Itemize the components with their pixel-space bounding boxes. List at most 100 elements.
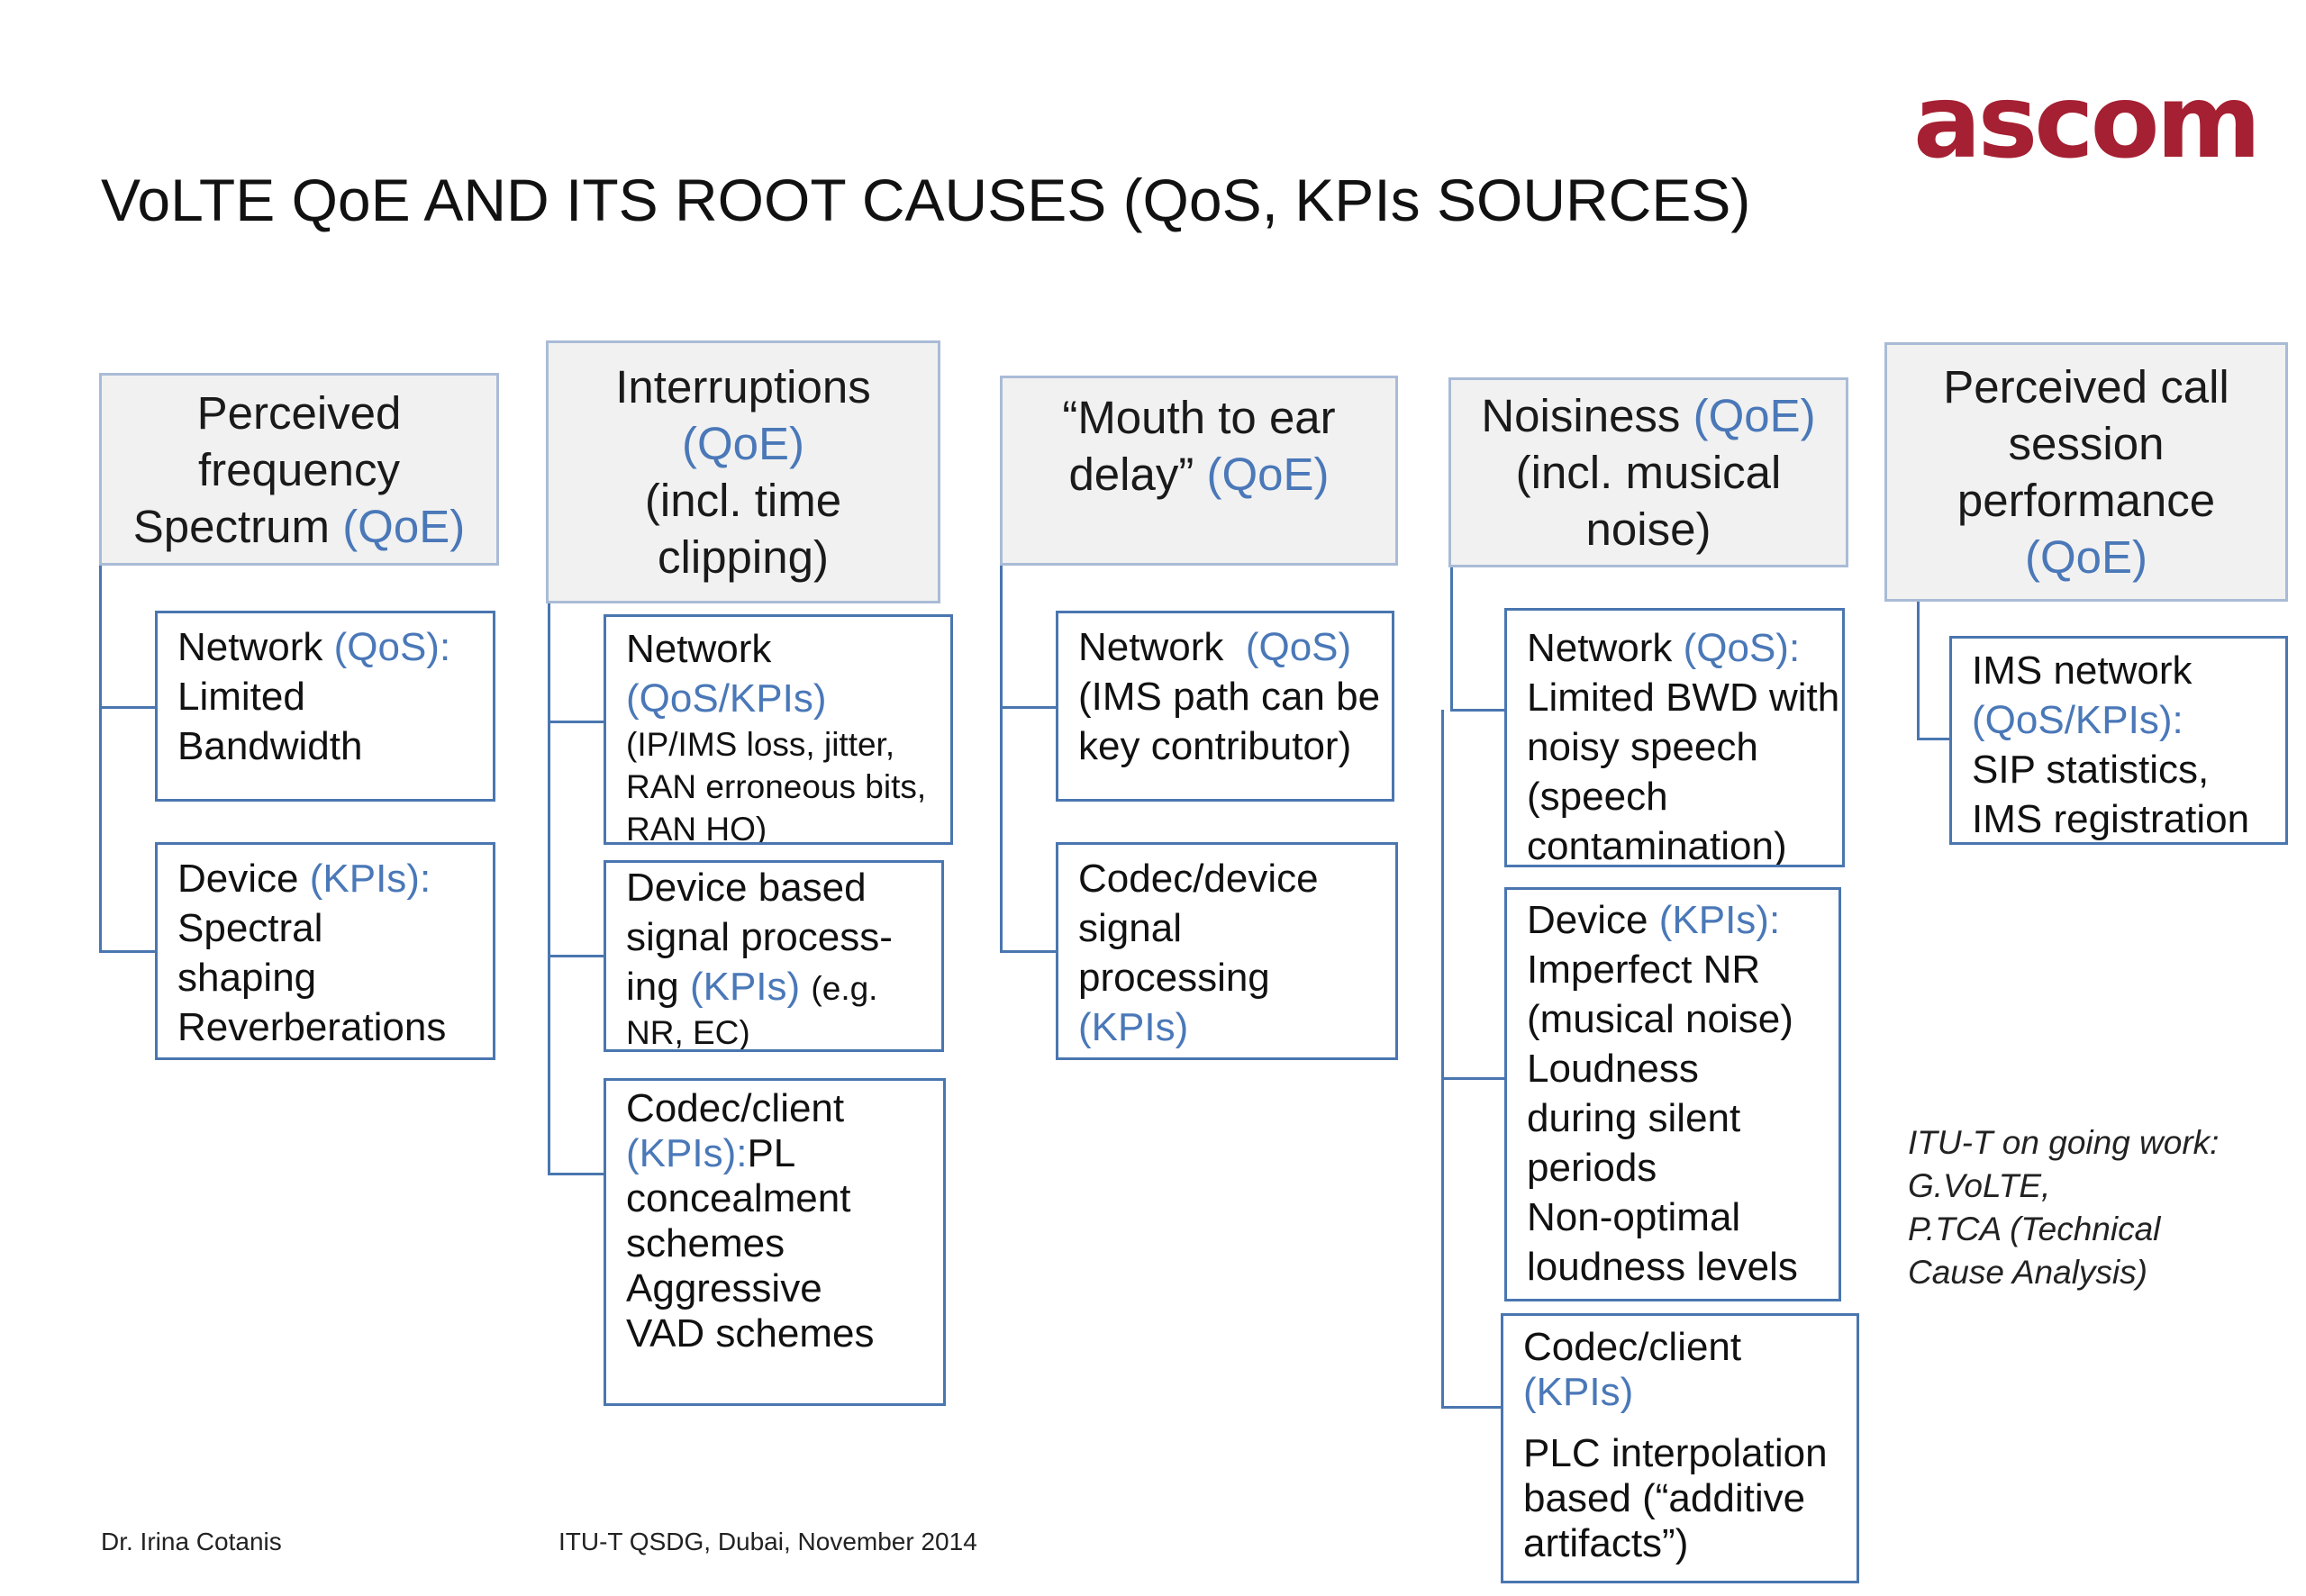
- page-title: VoLTE QoE AND ITS ROOT CAUSES (QoS, KPIs…: [101, 167, 1751, 233]
- qoe-tag: (QoE): [342, 500, 466, 552]
- qoe-box-interruptions: Interruptions (QoE) (incl. time clipping…: [546, 340, 940, 603]
- connector: [99, 706, 157, 709]
- cause-line: (speech: [1527, 775, 1668, 819]
- cause-line: Imperfect NR: [1527, 948, 1761, 992]
- cause-line: Device (KPIs):: [1527, 898, 1781, 942]
- qoe-line: (incl. musical: [1515, 447, 1782, 498]
- qoe-tag: (QoE): [681, 418, 805, 469]
- kpis-tag: (KPIs):: [626, 1131, 748, 1175]
- cause-line: periods: [1527, 1146, 1657, 1190]
- cause-line: schemes: [626, 1221, 785, 1265]
- cause-line: NR, EC): [626, 1014, 750, 1051]
- qoe-box-frequency-spectrum: Perceived frequency Spectrum (QoE): [99, 373, 499, 566]
- cause-box-codec-concealment: Codec/client (KPIs):PL concealment schem…: [604, 1078, 946, 1406]
- cause-line: key contributor): [1078, 724, 1352, 768]
- kpis-tag: (KPIs):: [309, 857, 431, 901]
- qoe-line: (incl. time: [644, 475, 842, 526]
- cause-line: Codec/device: [1078, 857, 1319, 901]
- qos-tag: (QoS):: [333, 625, 451, 669]
- qoe-line: Interruptions: [615, 361, 871, 413]
- qoe-line: Perceived call: [1943, 361, 2229, 413]
- connector: [1450, 567, 1453, 712]
- qoe-line: clipping): [658, 531, 829, 583]
- note-line: ITU-T on going work:: [1908, 1124, 2220, 1161]
- cause-box-device-imperfect-nr: Device (KPIs): Imperfect NR (musical noi…: [1504, 887, 1841, 1301]
- connector: [1441, 710, 1444, 1409]
- cause-line: contamination): [1527, 824, 1787, 867]
- connector: [1441, 1406, 1503, 1409]
- connector: [548, 603, 550, 1174]
- cause-line: Reverberations: [177, 1005, 447, 1049]
- cause-line: Device (KPIs):: [177, 857, 431, 901]
- cause-line: based (“additive: [1523, 1476, 1806, 1520]
- cause-line: signal: [1078, 906, 1182, 950]
- connector: [1000, 566, 1003, 953]
- cause-line: Non-optimal: [1527, 1195, 1741, 1239]
- cause-line: artifacts”): [1523, 1521, 1689, 1565]
- qos-tag: (QoS): [1245, 625, 1352, 669]
- cause-line: (IMS path can be: [1078, 675, 1381, 719]
- qoe-box-mouth-to-ear-delay: “Mouth to ear delay” (QoE): [1000, 376, 1398, 566]
- connector: [1441, 1077, 1506, 1080]
- connector: [99, 950, 157, 953]
- cause-line: IMS registration: [1972, 797, 2250, 841]
- connector: [1917, 576, 1920, 740]
- cause-line: concealment: [626, 1176, 851, 1220]
- connector: [548, 721, 605, 723]
- qoe-tag: (QoE): [1206, 449, 1330, 500]
- qoe-line: frequency: [198, 443, 400, 495]
- cause-line: Device based: [626, 866, 867, 910]
- qos-kpis-tag: (QoS/KPIs):: [1972, 698, 2183, 742]
- cause-line: Spectral: [177, 906, 323, 950]
- cause-line: ing (KPIs) (e.g.: [626, 965, 878, 1009]
- kpis-tag: (KPIs): [1078, 1005, 1189, 1049]
- cause-line: SIP statistics,: [1972, 748, 2210, 792]
- connector: [1000, 706, 1058, 709]
- footer-event: ITU-T QSDG, Dubai, November 2014: [558, 1528, 977, 1555]
- note-line: G.VoLTE,: [1908, 1167, 2051, 1204]
- cause-line: processing: [1078, 956, 1270, 1000]
- ascom-logo: ascom: [1913, 64, 2261, 181]
- cause-line: PLC interpolation: [1523, 1431, 1828, 1475]
- cause-line: Network (QoS):: [1527, 626, 1801, 670]
- qos-kpis-tag: (QoS/KPIs): [626, 676, 827, 721]
- connector: [548, 955, 605, 957]
- connector: [1917, 738, 1949, 740]
- cause-line: Bandwidth: [177, 724, 363, 768]
- qoe-box-call-session-performance: Perceived call session performance (QoE): [1884, 342, 2288, 602]
- cause-box-network-loss: Network (QoS/KPIs) (IP/IMS loss, jitter,…: [604, 614, 953, 845]
- qoe-line: noise): [1585, 503, 1711, 555]
- cause-line: Codec/client: [1523, 1325, 1742, 1369]
- cause-line: loudness levels: [1527, 1245, 1798, 1289]
- cause-line: Limited BWD with: [1527, 676, 1840, 720]
- qoe-box-noisiness: Noisiness (QoE) (incl. musical noise): [1448, 377, 1848, 567]
- qoe-line: “Mouth to ear: [1062, 392, 1336, 443]
- qoe-line: Spectrum (QoE): [132, 500, 466, 552]
- qoe-line: Perceived: [196, 386, 402, 439]
- note-line: Cause Analysis): [1908, 1254, 2147, 1291]
- cause-box-network-limited-bwd: Network (QoS): Limited BWD with noisy sp…: [1504, 608, 1845, 867]
- cause-line: RAN HO): [626, 811, 767, 845]
- cause-line: Network (QoS):: [177, 625, 451, 669]
- connector: [1450, 709, 1508, 712]
- qoe-tag: (QoE): [2024, 531, 2148, 583]
- cause-line: signal process-: [626, 915, 893, 959]
- cause-line: Network (QoS): [1078, 625, 1352, 669]
- cause-line: (IP/IMS loss, jitter,: [626, 726, 895, 763]
- cause-line: (musical noise): [1527, 997, 1793, 1041]
- connector: [548, 1173, 605, 1175]
- cause-line: Network: [626, 627, 772, 671]
- note-line: P.TCA (Technical: [1908, 1211, 2161, 1247]
- cause-box-device-spectral: Device (KPIs): Spectral shaping Reverber…: [155, 842, 495, 1060]
- cause-box-network-ims-path: Network (QoS) (IMS path can be key contr…: [1056, 611, 1394, 802]
- connector: [1000, 950, 1058, 953]
- cause-line: RAN erroneous bits,: [626, 768, 927, 805]
- qoe-line: delay” (QoE): [1068, 449, 1330, 500]
- cause-line: Loudness: [1527, 1047, 1699, 1091]
- cause-box-codec-device: Codec/device signal processing (KPIs): [1056, 842, 1398, 1060]
- cause-line: during silent: [1527, 1096, 1741, 1140]
- cause-line: IMS network: [1972, 648, 2193, 693]
- qos-tag: (QoS):: [1683, 626, 1801, 670]
- cause-box-codec-plc: Codec/client (KPIs) PLC interpolation ba…: [1501, 1313, 1859, 1583]
- cause-box-ims-network: IMS network (QoS/KPIs): SIP statistics, …: [1949, 636, 2288, 845]
